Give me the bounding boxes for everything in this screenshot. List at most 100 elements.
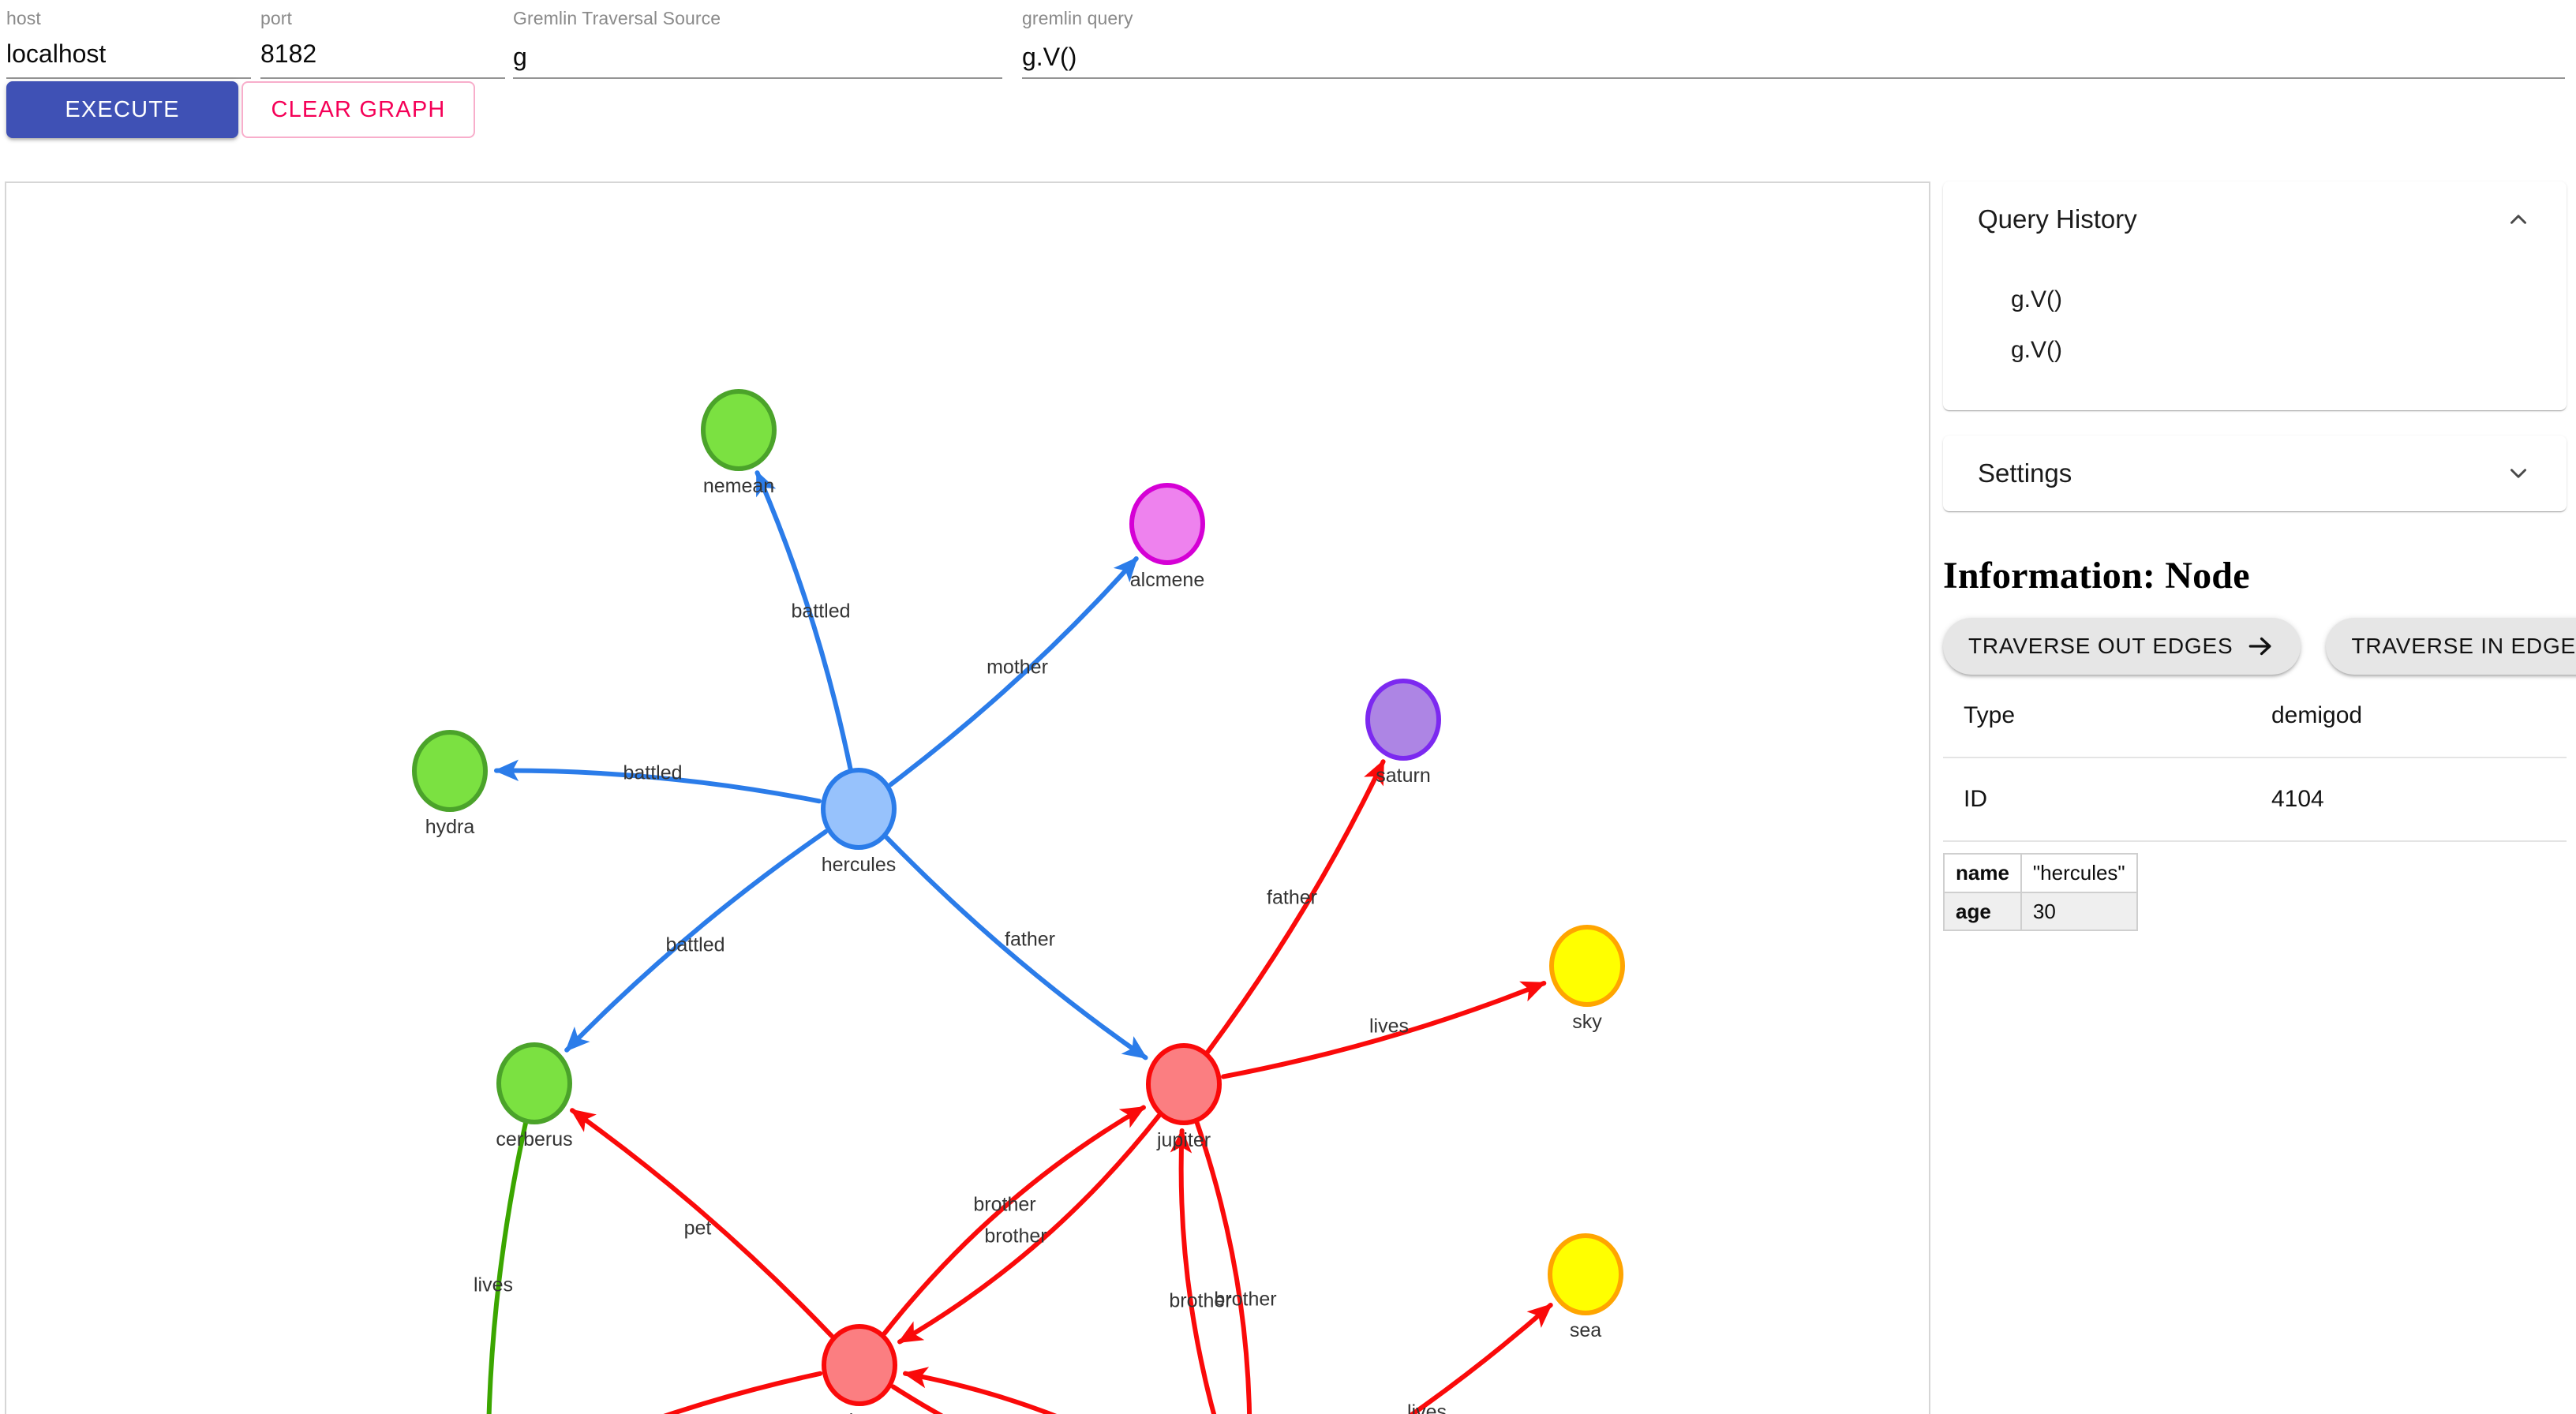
edge-label[interactable]: pet — [683, 1217, 712, 1240]
node-label[interactable]: hydra — [425, 816, 475, 838]
edge-label[interactable]: lives — [1368, 1015, 1410, 1038]
graph-edge[interactable] — [888, 556, 1139, 787]
graph-node[interactable] — [1129, 483, 1205, 565]
traverse-out-edges-button[interactable]: TRAVERSE OUT EDGES — [1943, 618, 2301, 675]
graph-edge[interactable] — [1205, 759, 1386, 1055]
clear-graph-button[interactable]: CLEAR GRAPH — [242, 81, 475, 138]
query-history-title: Query History — [1978, 204, 2137, 234]
graph-node[interactable] — [821, 768, 897, 850]
gremlin-query-field-group: gremlin query g.V() — [1022, 0, 2569, 79]
info-key: ID — [1964, 786, 1987, 812]
traverse-button-row: TRAVERSE OUT EDGES TRAVERSE IN EDGES — [1943, 618, 2576, 675]
edge-label[interactable]: battled — [791, 600, 851, 623]
execute-button[interactable]: EXECUTE — [6, 81, 238, 138]
chevron-up-icon[interactable] — [2505, 206, 2532, 233]
graph-edge[interactable] — [1170, 1128, 1234, 1414]
query-history-card: Query History g.V() g.V() — [1943, 181, 2567, 410]
graph-edge[interactable] — [897, 1113, 1162, 1345]
edge-label[interactable]: brother — [973, 1193, 1036, 1216]
graph-node[interactable] — [1549, 925, 1625, 1007]
edge-label[interactable]: brother — [1169, 1289, 1232, 1312]
traversal-source-label: Gremlin Traversal Source — [513, 8, 721, 28]
node-label[interactable]: alcmene — [1129, 569, 1205, 591]
graph-node[interactable] — [701, 389, 777, 471]
node-label[interactable]: pluto — [838, 1410, 881, 1414]
graph-edge[interactable] — [530, 1371, 823, 1414]
traverse-in-edges-button[interactable]: TRAVERSE IN EDGES — [2326, 618, 2576, 675]
host-label: host — [6, 8, 41, 28]
node-label[interactable]: sky — [1572, 1011, 1602, 1033]
information-title: Information: Node — [1943, 555, 2250, 597]
arrow-right-icon — [2249, 637, 2271, 656]
property-value: 30 — [2020, 891, 2138, 931]
edge-label[interactable]: father — [1005, 928, 1055, 951]
right-sidebar: Query History g.V() g.V() Settings Infor… — [1943, 181, 2576, 931]
property-value: "hercules" — [2020, 853, 2138, 893]
node-label[interactable]: nemean — [702, 475, 775, 497]
graph-edge[interactable] — [902, 1367, 1213, 1414]
graph-edge[interactable] — [493, 759, 822, 804]
graph-edge[interactable] — [754, 470, 853, 772]
graph-edge[interactable] — [882, 1105, 1146, 1336]
graph-edge[interactable] — [564, 829, 829, 1053]
graph-node[interactable] — [1146, 1043, 1222, 1125]
graph-edge[interactable] — [570, 1108, 834, 1339]
info-key: Type — [1964, 702, 2016, 728]
history-item[interactable]: g.V() — [2011, 337, 2063, 363]
info-row-type: Type demigod — [1943, 675, 2567, 758]
edge-label[interactable]: battled — [623, 761, 683, 784]
chevron-down-icon[interactable] — [2505, 460, 2532, 487]
query-history-header[interactable]: Query History — [1943, 181, 2567, 257]
traverse-in-edges-label: TRAVERSE IN EDGES — [2351, 634, 2576, 658]
settings-title: Settings — [1978, 458, 2072, 488]
node-label[interactable]: saturn — [1376, 765, 1431, 787]
connection-form: host localhost port 8182 Gremlin Travers… — [0, 0, 2576, 79]
port-input[interactable]: 8182 — [260, 39, 317, 68]
edge-label[interactable]: lives — [473, 1274, 514, 1296]
settings-card: Settings — [1943, 436, 2567, 511]
node-label[interactable]: cerberus — [496, 1128, 573, 1150]
host-input[interactable]: localhost — [6, 39, 107, 68]
graph-node[interactable] — [1548, 1233, 1623, 1315]
table-row: name "hercules" — [1943, 853, 2138, 893]
graph-node[interactable] — [822, 1324, 897, 1406]
node-properties-table: name "hercules" age 30 — [1943, 853, 2138, 931]
graph-edge[interactable] — [1282, 1303, 1553, 1414]
history-item[interactable]: g.V() — [2011, 286, 2063, 312]
info-value: demigod — [2271, 702, 2363, 728]
edge-label[interactable]: father — [1267, 886, 1317, 909]
graph-node[interactable] — [1365, 679, 1441, 761]
property-key: name — [1943, 853, 2022, 893]
query-history-list: g.V() g.V() — [1943, 257, 2567, 410]
graph-canvas[interactable]: battled battled battled mother father father l… — [5, 181, 1930, 1414]
node-label[interactable]: hercules — [821, 854, 897, 876]
port-field-group: port 8182 — [260, 0, 505, 79]
traversal-source-field-group: Gremlin Traversal Source g — [513, 0, 1002, 79]
node-label[interactable]: sea — [1569, 1319, 1602, 1341]
node-label[interactable]: jupiter — [1156, 1129, 1211, 1151]
gremlin-query-input[interactable]: g.V() — [1022, 43, 1077, 71]
settings-header[interactable]: Settings — [1943, 436, 2567, 511]
graph-svg — [412, 389, 1625, 1414]
edge-label[interactable]: mother — [987, 656, 1048, 679]
graph-node[interactable] — [412, 730, 488, 812]
graph-edge[interactable] — [486, 1120, 529, 1414]
graph-edge[interactable] — [1194, 1120, 1252, 1414]
edge-label[interactable]: brother — [1214, 1288, 1277, 1311]
info-row-id: ID 4104 — [1943, 758, 2567, 842]
table-row: age 30 — [1943, 891, 2138, 931]
traversal-source-input[interactable]: g — [513, 43, 527, 71]
graph-edge[interactable] — [884, 835, 1148, 1060]
graph-node[interactable] — [496, 1042, 572, 1124]
traverse-out-edges-label: TRAVERSE OUT EDGES — [1968, 634, 2233, 658]
gremlin-query-label: gremlin query — [1022, 8, 1133, 28]
graph-edge[interactable] — [890, 1384, 1201, 1414]
edge-label[interactable]: brother — [984, 1225, 1047, 1248]
property-key: age — [1943, 891, 2022, 931]
edge-label[interactable]: lives — [1406, 1401, 1447, 1414]
graph-edge[interactable] — [1221, 981, 1547, 1079]
host-field-group: host localhost — [6, 0, 251, 79]
edge-label[interactable]: battled — [665, 933, 725, 956]
port-label: port — [260, 8, 293, 28]
